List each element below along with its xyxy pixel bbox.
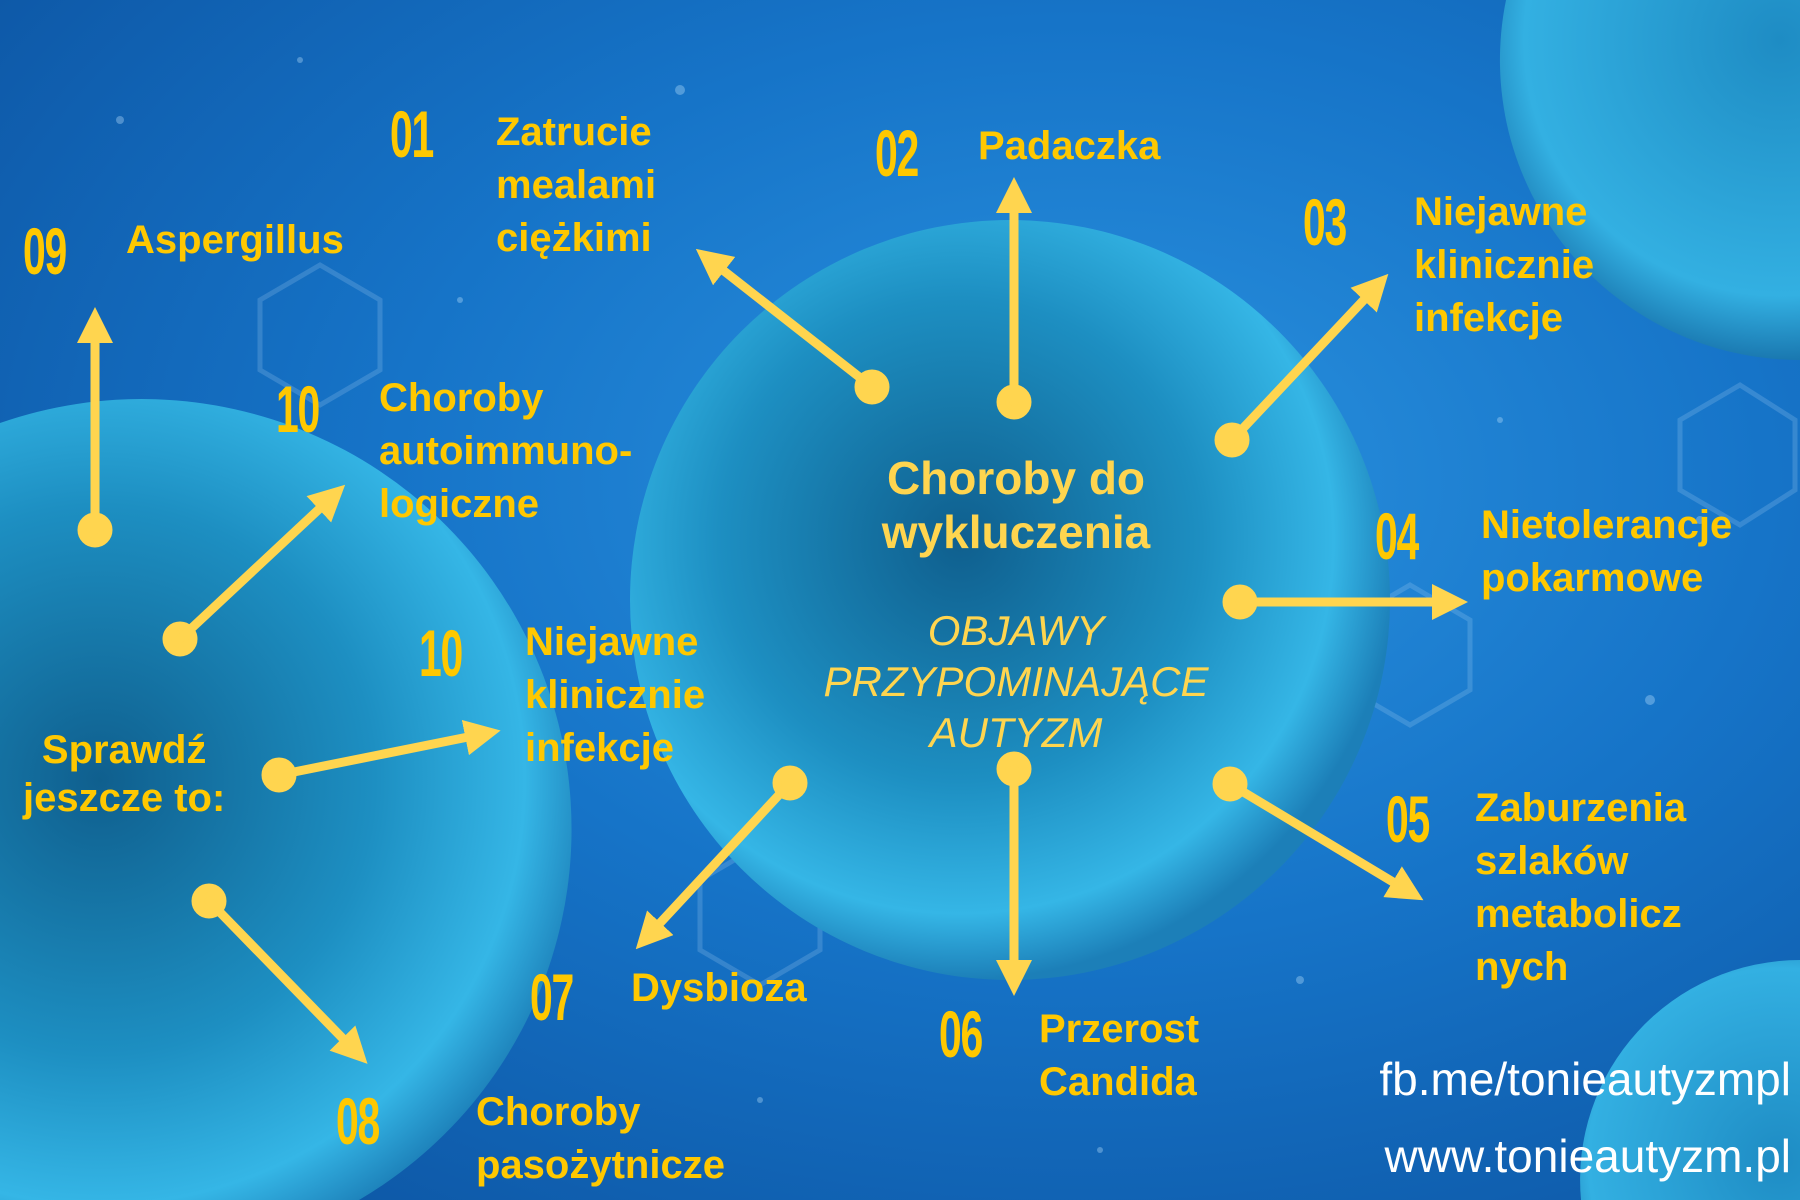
label-line: Nietolerancje [1481, 503, 1733, 547]
website-link[interactable]: www.tonieautyzm.pl [1384, 1130, 1792, 1182]
item-label-07: Dysbioza [631, 962, 807, 1015]
center-subtitle-line: OBJAWY [927, 607, 1105, 654]
item-number-08: 08 [336, 1084, 380, 1158]
item-number-10b: 10 [419, 616, 463, 690]
label-line: szlaków [1475, 839, 1629, 883]
center-subtitle: OBJAWY PRZYPOMINAJĄCE AUTYZM [716, 605, 1316, 758]
center-subtitle-line: PRZYPOMINAJĄCE [823, 658, 1209, 705]
item-number-07: 07 [530, 960, 574, 1034]
arrow-07 [635, 765, 808, 950]
item-label-02: Padaczka [978, 120, 1160, 173]
cell-bottom-right [1580, 960, 1800, 1200]
label-line: Choroby [476, 1090, 641, 1134]
label-line: Sprawdź [41, 728, 207, 772]
label-line: metabolicz [1475, 892, 1682, 936]
item-number-03: 03 [1303, 185, 1347, 259]
label-line: klinicznie [525, 673, 706, 717]
item-label-10b: Niejawne klinicznie infekcje [525, 616, 705, 775]
arrow-02 [996, 177, 1032, 420]
item-number-06: 06 [939, 997, 983, 1071]
item-number-10a: 10 [276, 372, 320, 446]
cell-left [0, 399, 572, 1200]
label-line: autoimmuno- [379, 429, 633, 473]
item-number-01: 01 [390, 97, 434, 171]
item-label-06: Przerost Candida [1039, 1003, 1199, 1109]
label-line: logiczne [379, 482, 540, 526]
center-title-line: Choroby do [886, 452, 1146, 504]
cell-center [630, 220, 1390, 980]
label-line: Zatrucie [496, 110, 652, 154]
arrow-08 [191, 883, 368, 1064]
arrow-10b [261, 719, 501, 793]
label-line: jeszcze to: [23, 776, 226, 820]
label-line: Candida [1039, 1060, 1197, 1104]
label-line: Aspergillus [126, 218, 344, 262]
item-label-04: Nietolerancje pokarmowe [1481, 499, 1732, 605]
label-line: Zaburzenia [1475, 786, 1687, 830]
center-title-line: wykluczenia [881, 506, 1151, 558]
item-number-04: 04 [1375, 499, 1419, 573]
arrow-09 [77, 307, 113, 548]
label-line: pokarmowe [1481, 556, 1704, 600]
label-line: klinicznie [1414, 243, 1595, 287]
arrow-04 [1222, 584, 1468, 620]
item-label-01: Zatrucie mealami ciężkimi [496, 106, 656, 265]
label-line: infekcje [1414, 296, 1563, 340]
cell-top-right [1499, 0, 1800, 361]
item-label-08: Choroby pasożytnicze [476, 1086, 725, 1192]
facebook-link[interactable]: fb.me/tonieautyzmpl [1379, 1053, 1791, 1105]
arrow-03 [1214, 273, 1389, 458]
arrow-06 [996, 751, 1032, 996]
label-line: pasożytnicze [476, 1143, 725, 1187]
check-also-label: Sprawdź jeszcze to: [23, 726, 225, 822]
center-title: Choroby do wykluczenia [716, 451, 1316, 559]
label-line: infekcje [525, 726, 674, 770]
item-number-02: 02 [875, 116, 919, 190]
arrow-01 [695, 248, 890, 405]
item-number-05: 05 [1386, 782, 1430, 856]
item-number-09: 09 [23, 214, 67, 288]
label-line: Przerost [1039, 1007, 1200, 1051]
item-label-03: Niejawne klinicznie infekcje [1414, 186, 1594, 345]
arrow-10a [162, 484, 346, 657]
label-line: Niejawne [525, 620, 699, 664]
label-line: ciężkimi [496, 216, 652, 260]
center-subtitle-line: AUTYZM [929, 709, 1103, 756]
item-label-09: Aspergillus [126, 214, 344, 267]
label-line: Padaczka [978, 124, 1161, 168]
arrow-05 [1212, 766, 1424, 901]
label-line: Dysbioza [631, 966, 807, 1010]
label-line: Niejawne [1414, 190, 1588, 234]
label-line: nych [1475, 945, 1569, 989]
item-label-10a: Choroby autoimmuno- logiczne [379, 372, 632, 531]
label-line: Choroby [379, 376, 544, 420]
label-line: mealami [496, 163, 657, 207]
item-label-05: Zaburzenia szlaków metabolicz nych [1475, 782, 1686, 994]
